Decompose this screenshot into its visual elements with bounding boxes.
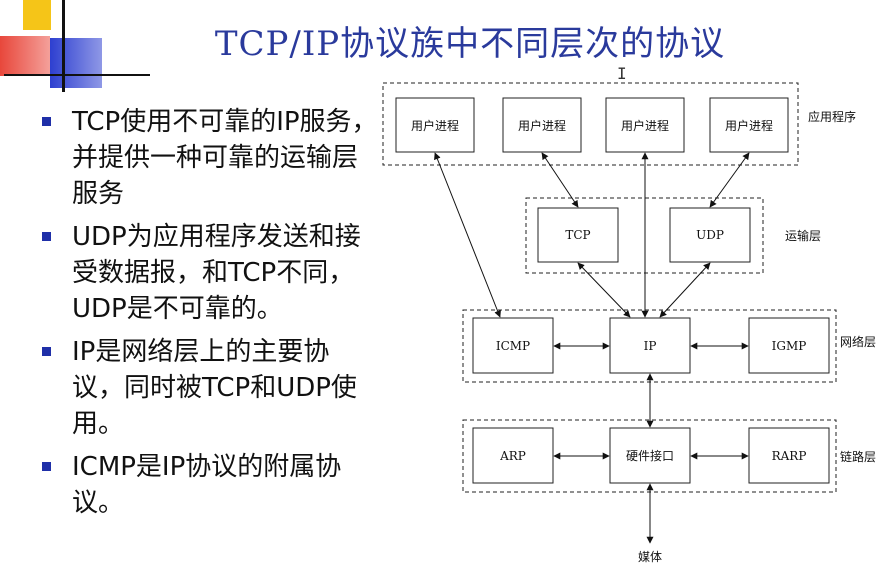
bullet-text: ICMP是IP协议的附属协议。 bbox=[72, 452, 342, 518]
tcp-box bbox=[537, 207, 619, 263]
user-process-box bbox=[709, 97, 789, 153]
bullet-text: UDP为应用程序发送和接受数据报，和TCP不同，UDP是不可靠的。 bbox=[72, 222, 361, 324]
igmp-box bbox=[748, 317, 830, 374]
bullet-text: TCP使用不可靠的IP服务，并提供一种可靠的运输层服务 bbox=[72, 107, 378, 209]
bullet-item: UDP为应用程序发送和接受数据报，和TCP不同，UDP是不可靠的。 bbox=[38, 219, 378, 327]
arp-label: ARP bbox=[499, 449, 526, 463]
udp-label: UDP bbox=[696, 228, 724, 242]
bullet-item: ICMP是IP协议的附属协议。 bbox=[38, 449, 378, 521]
igmp-label: IGMP bbox=[772, 339, 807, 353]
layer-label-network: 网络层 bbox=[840, 334, 876, 349]
arrow-udp-ip bbox=[659, 262, 711, 318]
bullet-list: TCP使用不可靠的IP服务，并提供一种可靠的运输层服务 UDP为应用程序发送和接… bbox=[38, 104, 378, 528]
bullet-item: TCP使用不可靠的IP服务，并提供一种可靠的运输层服务 bbox=[38, 104, 378, 212]
deco-yellow-block bbox=[23, 0, 51, 30]
rarp-box bbox=[748, 427, 830, 484]
user-process-label: 用户进程 bbox=[725, 118, 773, 133]
tcpip-layer-diagram: 应用程序 运输层 网络层 链路层 用户进程 用户进程 用户进程 用户进程 TCP… bbox=[382, 82, 876, 564]
media-label: 媒体 bbox=[638, 550, 662, 564]
hardware-interface-box bbox=[609, 427, 691, 484]
rarp-label: RARP bbox=[772, 449, 807, 463]
user-process-label: 用户进程 bbox=[621, 118, 669, 133]
user-process-label: 用户进程 bbox=[518, 118, 566, 133]
arp-box bbox=[472, 427, 554, 484]
ip-box bbox=[609, 317, 691, 374]
user-process-box bbox=[502, 97, 582, 153]
bullet-text: IP是网络层上的主要协议，同时被TCP和UDP使用。 bbox=[72, 337, 357, 439]
application-layer-frame bbox=[382, 82, 799, 166]
bullet-square-icon bbox=[42, 462, 51, 471]
ip-label: IP bbox=[644, 339, 657, 353]
arrow-tcp-ip bbox=[577, 262, 631, 318]
bullet-square-icon bbox=[42, 232, 51, 241]
layer-label-application: 应用程序 bbox=[808, 109, 856, 124]
tcp-label: TCP bbox=[565, 228, 590, 242]
deco-vertical-line bbox=[62, 0, 65, 92]
icmp-label: ICMP bbox=[496, 339, 530, 353]
icmp-box bbox=[472, 317, 554, 374]
hardware-interface-label: 硬件接口 bbox=[626, 448, 674, 463]
deco-red-block bbox=[0, 36, 50, 76]
udp-box bbox=[669, 207, 751, 263]
bullet-item: IP是网络层上的主要协议，同时被TCP和UDP使用。 bbox=[38, 334, 378, 442]
arrow-proc4-udp bbox=[709, 152, 750, 208]
user-process-box bbox=[395, 97, 475, 153]
deco-blue-block bbox=[50, 38, 102, 88]
user-process-box bbox=[605, 97, 685, 153]
deco-horizontal-line bbox=[4, 74, 150, 76]
bullet-square-icon bbox=[42, 117, 51, 126]
arrow-proc2-tcp bbox=[541, 152, 579, 208]
text-cursor-icon: I bbox=[617, 64, 627, 83]
arrow-proc1-icmp bbox=[434, 152, 501, 318]
user-process-label: 用户进程 bbox=[411, 118, 459, 133]
bullet-square-icon bbox=[42, 347, 51, 356]
slide-title: TCP/IP协议族中不同层次的协议 bbox=[214, 24, 726, 64]
layer-label-link: 链路层 bbox=[840, 449, 876, 464]
layer-label-transport: 运输层 bbox=[785, 228, 821, 243]
